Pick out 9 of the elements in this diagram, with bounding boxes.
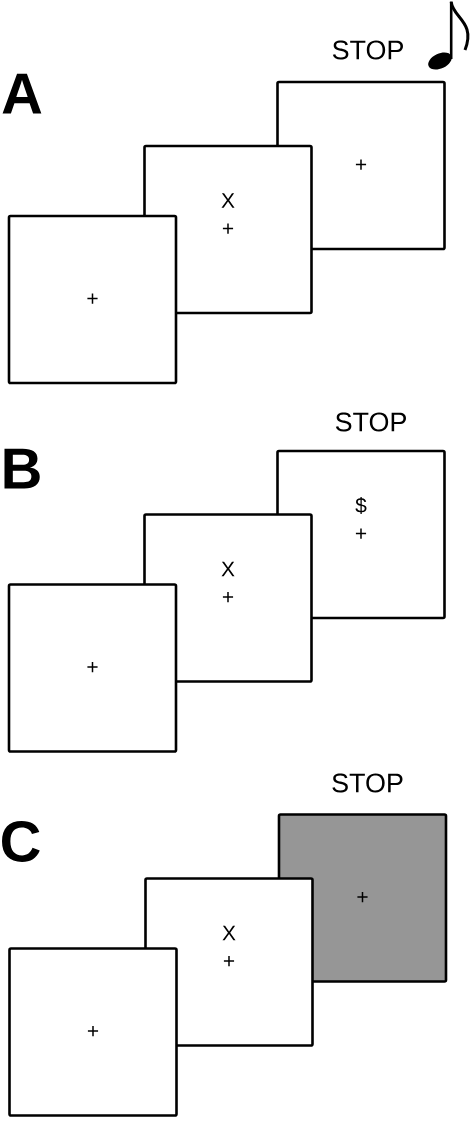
stop-word: STOP bbox=[332, 773, 403, 793]
stop-word: STOP bbox=[332, 40, 403, 60]
stop-word: STOP bbox=[335, 412, 406, 432]
screen-box: + bbox=[8, 947, 178, 1117]
panel-letter: A bbox=[2, 73, 42, 114]
panel-letter: C bbox=[2, 821, 40, 862]
screen-box: + bbox=[7, 214, 178, 385]
panel-letter: B bbox=[4, 448, 40, 489]
screen-box: + bbox=[7, 583, 178, 753]
